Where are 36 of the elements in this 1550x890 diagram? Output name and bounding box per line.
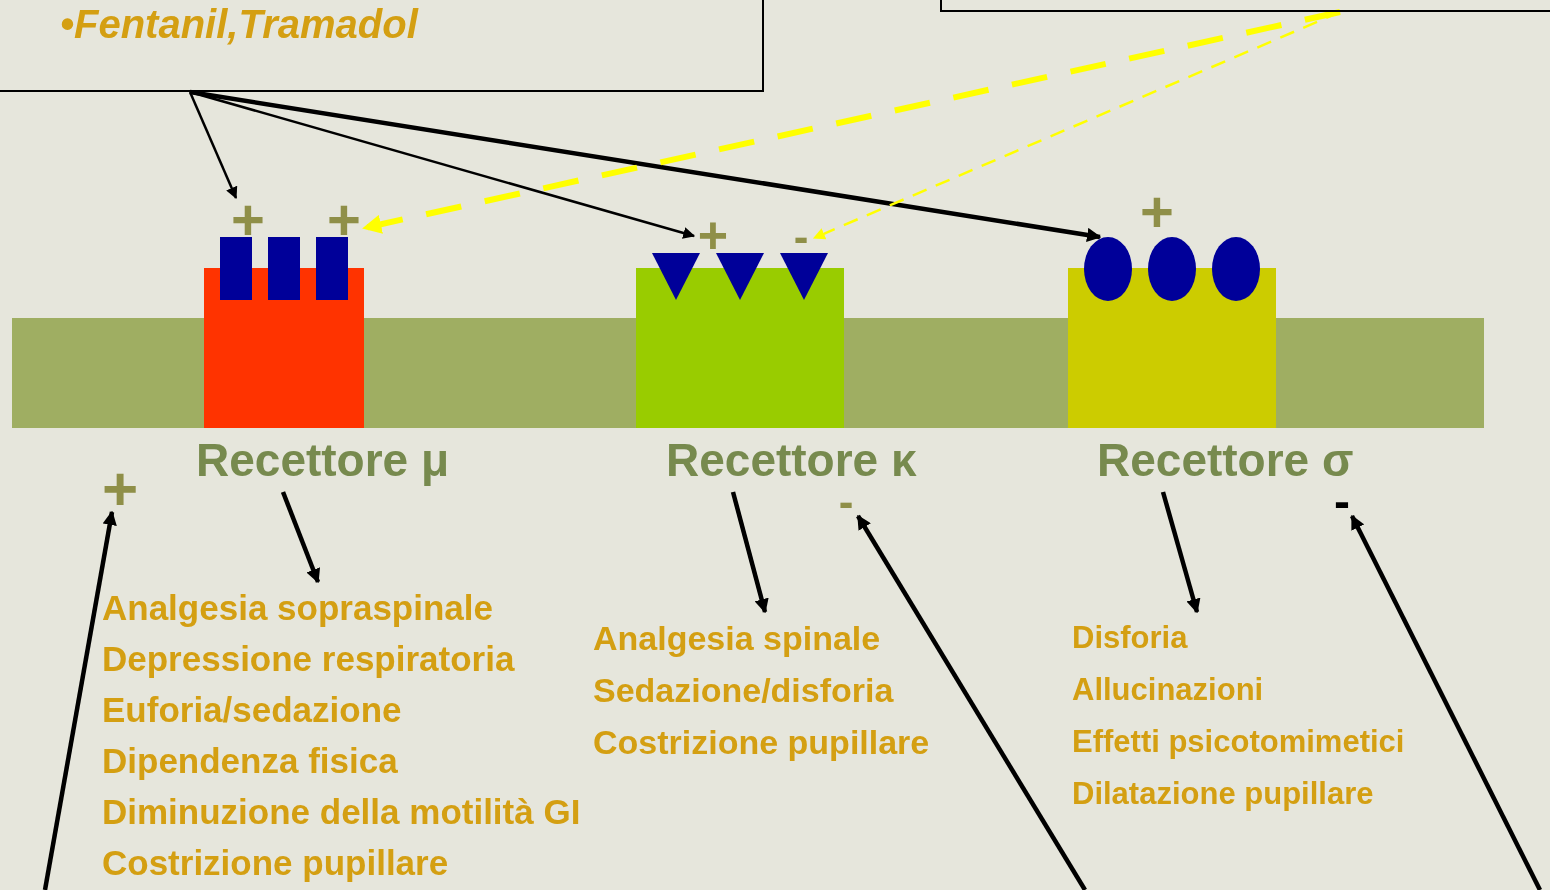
sign-symbol: - — [832, 488, 860, 516]
effect-item: Analgesia spinale — [593, 618, 881, 659]
receptor-label: Recettore σ — [1097, 437, 1354, 483]
receptor-label: Recettore κ — [666, 437, 917, 483]
arrow — [730, 491, 769, 614]
arrow — [362, 9, 1341, 234]
text-box — [0, 0, 764, 92]
sign-symbol: + — [98, 466, 142, 512]
sign-symbol: + — [228, 198, 268, 242]
sign-symbol: + — [694, 214, 732, 256]
arrow — [1350, 514, 1542, 890]
arrow — [42, 510, 117, 890]
sign-symbol: + — [1137, 190, 1177, 234]
effect-item: Allucinazioni — [1072, 671, 1264, 709]
sign-symbol: - — [1328, 488, 1356, 516]
arrow — [189, 89, 1102, 243]
arrow — [856, 514, 1087, 890]
effect-item: Analgesia sopraspinale — [102, 587, 493, 629]
sign-symbol: + — [324, 198, 364, 242]
arrow — [280, 491, 321, 584]
effect-item: Costrizione pupillare — [102, 842, 449, 884]
empty-box — [940, 0, 1550, 12]
effect-item: Effetti psicotomimetici — [1072, 723, 1405, 761]
sign-symbol: - — [788, 222, 814, 252]
effect-item: Diminuzione della motilità GI — [102, 791, 581, 833]
effect-item: Sedazione/disforia — [593, 670, 894, 711]
effect-item: Depressione respiratoria — [102, 638, 515, 680]
effect-item: Costrizione pupillare — [593, 722, 930, 763]
effect-item: Dipendenza fisica — [102, 740, 398, 782]
effect-item: Euforia/sedazione — [102, 689, 402, 731]
drug-names: •Fentanil,Tramadol — [60, 2, 418, 46]
effect-item: Dilatazione pupillare — [1072, 775, 1374, 813]
arrow — [812, 10, 1341, 240]
effect-item: Disforia — [1072, 619, 1188, 657]
arrow — [188, 91, 238, 200]
arrow — [1160, 491, 1201, 614]
